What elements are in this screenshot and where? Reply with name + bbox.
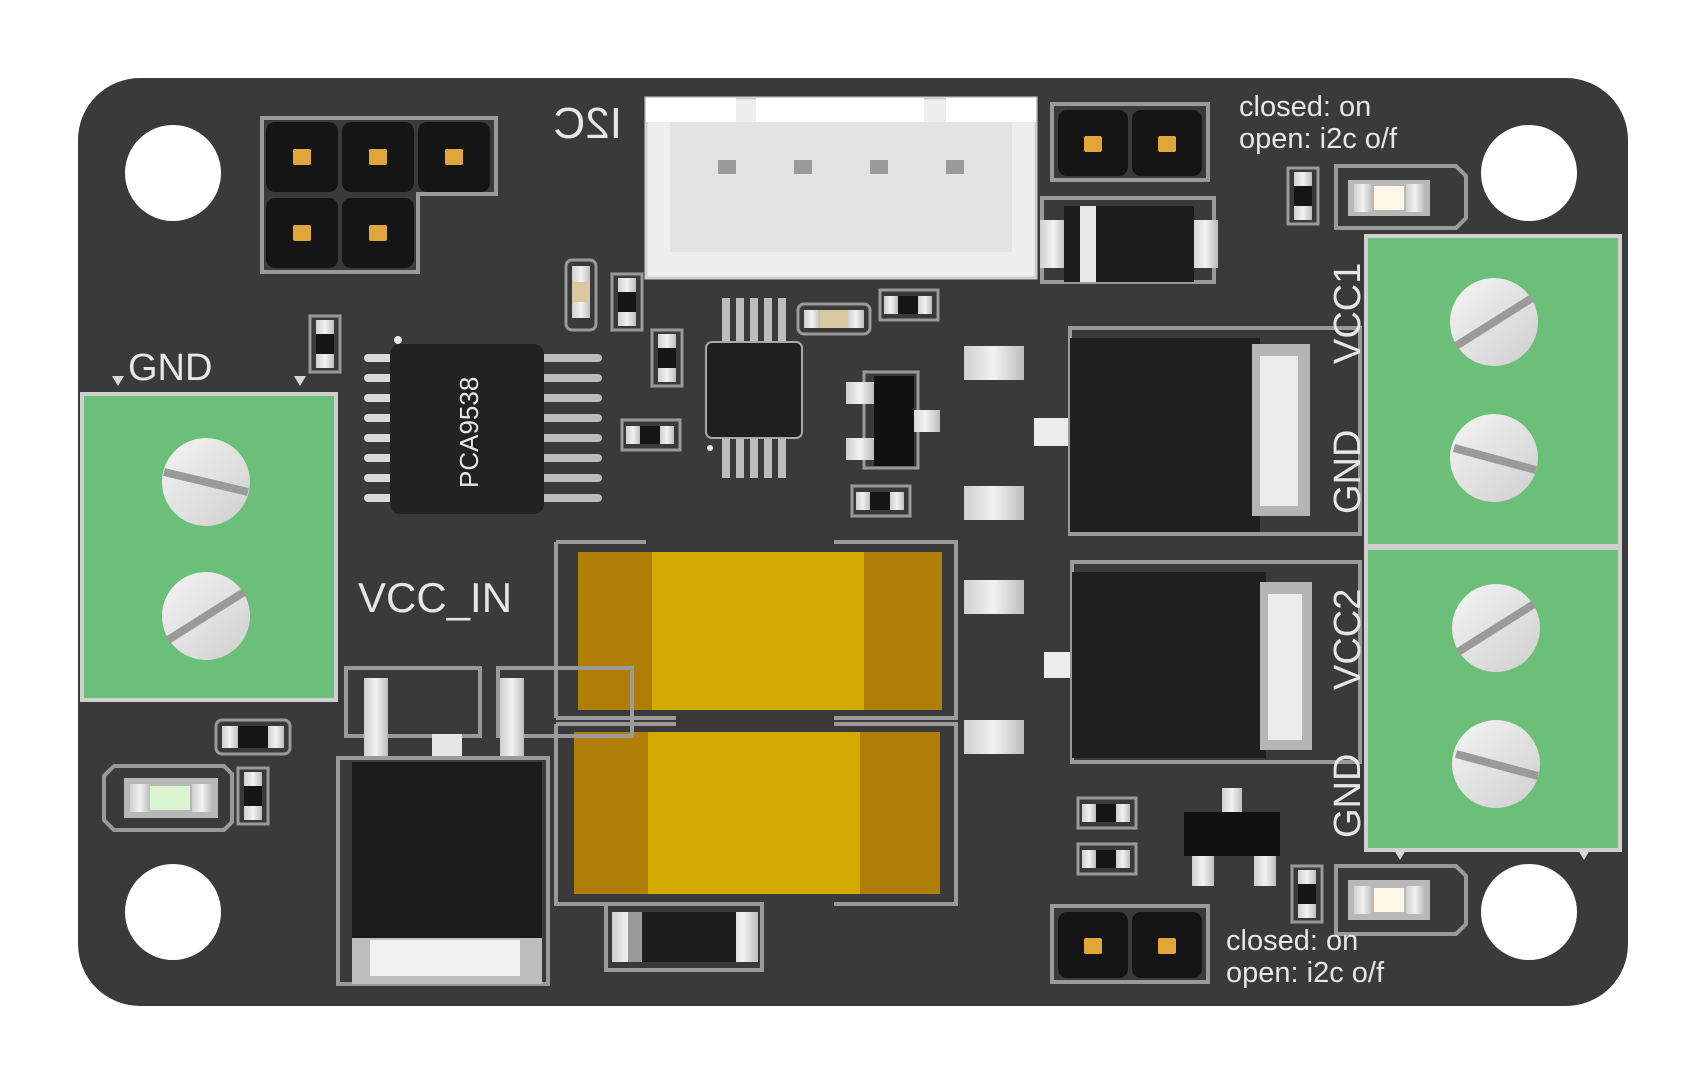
resistor-small-5 bbox=[850, 484, 912, 518]
vcc1-label: VCC1 bbox=[1327, 263, 1369, 364]
tantalum-capacitor-1 bbox=[554, 540, 958, 720]
terminal-block-vcc2 bbox=[1364, 546, 1622, 860]
terminal-block-vcc1 bbox=[1364, 234, 1622, 548]
gnd-left-label: GND bbox=[128, 347, 212, 389]
mosfet-vcc1 bbox=[964, 326, 1362, 536]
i2c-label: I2C bbox=[554, 99, 622, 148]
resistor-top-right bbox=[1286, 166, 1320, 226]
voltage-regulator bbox=[336, 666, 634, 986]
resistor-bottom-right-3 bbox=[1290, 864, 1324, 924]
jumper-top-note-line1: closed: on bbox=[1239, 91, 1371, 123]
capacitor-small-1 bbox=[564, 258, 598, 332]
tantalum-capacitor-2 bbox=[554, 722, 958, 906]
resistor-small-2 bbox=[650, 328, 684, 388]
led-power bbox=[102, 764, 234, 832]
resistor-small-6 bbox=[308, 314, 342, 374]
pin-header-5 bbox=[260, 116, 498, 274]
led-top-right bbox=[1334, 164, 1468, 230]
jumper-top-note-line2: open: i2c o/f bbox=[1239, 123, 1398, 155]
pca9538-chip: PCA9538 bbox=[364, 336, 602, 514]
diode-bottom bbox=[604, 902, 764, 972]
vcc-in-label: VCC_IN bbox=[358, 574, 512, 621]
resistor-bottom-left-2 bbox=[236, 766, 270, 826]
vcc2-label: VCC2 bbox=[1327, 589, 1369, 690]
jumper-bottom bbox=[1050, 904, 1210, 984]
transistor-sot23-2 bbox=[1184, 788, 1280, 886]
qfn-chip bbox=[705, 298, 803, 478]
gnd-vcc1-label: GND bbox=[1327, 430, 1369, 514]
resistor-small-3 bbox=[620, 418, 682, 452]
pca9538-label: PCA9538 bbox=[454, 377, 484, 488]
capacitor-small-2 bbox=[796, 302, 872, 336]
resistor-bottom-left-1 bbox=[214, 718, 292, 756]
mounting-hole-bottom-right bbox=[1481, 864, 1577, 960]
mounting-hole-top-left bbox=[125, 125, 221, 221]
i2c-connector bbox=[644, 96, 1038, 280]
mounting-hole-top-right bbox=[1481, 125, 1577, 221]
gnd-vcc2-label: GND bbox=[1327, 754, 1369, 838]
led-bottom-right bbox=[1334, 864, 1468, 936]
jumper-bottom-note-line2: open: i2c o/f bbox=[1226, 957, 1385, 989]
mosfet-vcc2 bbox=[964, 560, 1362, 764]
terminal-block-input bbox=[80, 392, 338, 702]
diode-top bbox=[1040, 196, 1218, 284]
resistor-bottom-right-1 bbox=[1076, 796, 1138, 830]
jumper-top bbox=[1050, 102, 1210, 182]
resistor-small-1 bbox=[610, 272, 644, 332]
transistor-sot23-1 bbox=[846, 370, 940, 470]
mounting-hole-bottom-left bbox=[125, 864, 221, 960]
resistor-bottom-right-2 bbox=[1076, 842, 1138, 876]
jumper-bottom-note-line1: closed: on bbox=[1226, 925, 1358, 957]
resistor-small-4 bbox=[878, 288, 940, 322]
